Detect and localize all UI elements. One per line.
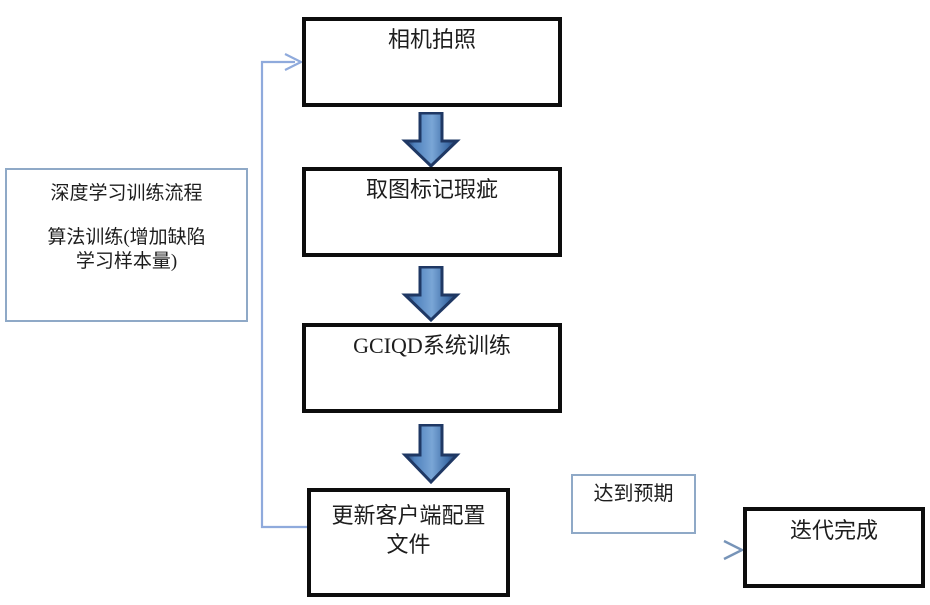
node-mark-defects[interactable]: 取图标记瑕疵 xyxy=(302,167,562,257)
training-process-panel: 深度学习训练流程 算法训练(增加缺陷 学习样本量) xyxy=(5,168,248,322)
edge-label-expected: 达到预期 xyxy=(571,474,696,534)
block-arrow-camera-to-mark xyxy=(401,112,461,168)
edge-label-expected-text: 达到预期 xyxy=(593,483,674,505)
node-update-client-config-label: 更新客户端配置 文件 xyxy=(331,503,486,558)
block-arrow-train-to-update xyxy=(401,424,461,484)
connector-update-to-done xyxy=(514,539,745,561)
node-mark-defects-label: 取图标记瑕疵 xyxy=(365,177,498,202)
panel-description: 算法训练(增加缺陷 学习样本量) xyxy=(47,226,206,272)
panel-title: 深度学习训练流程 xyxy=(50,183,203,204)
node-camera-label: 相机拍照 xyxy=(387,27,476,52)
node-iteration-complete[interactable]: 迭代完成 xyxy=(743,507,925,588)
node-update-client-config[interactable]: 更新客户端配置 文件 xyxy=(307,488,510,597)
connector-update-to-camera xyxy=(260,53,307,529)
node-camera[interactable]: 相机拍照 xyxy=(302,17,562,107)
node-system-training-label: GCIQD系统训练 xyxy=(353,333,511,358)
block-arrow-mark-to-train xyxy=(401,266,461,322)
node-system-training[interactable]: GCIQD系统训练 xyxy=(302,323,562,413)
node-iteration-complete-label: 迭代完成 xyxy=(789,518,878,543)
